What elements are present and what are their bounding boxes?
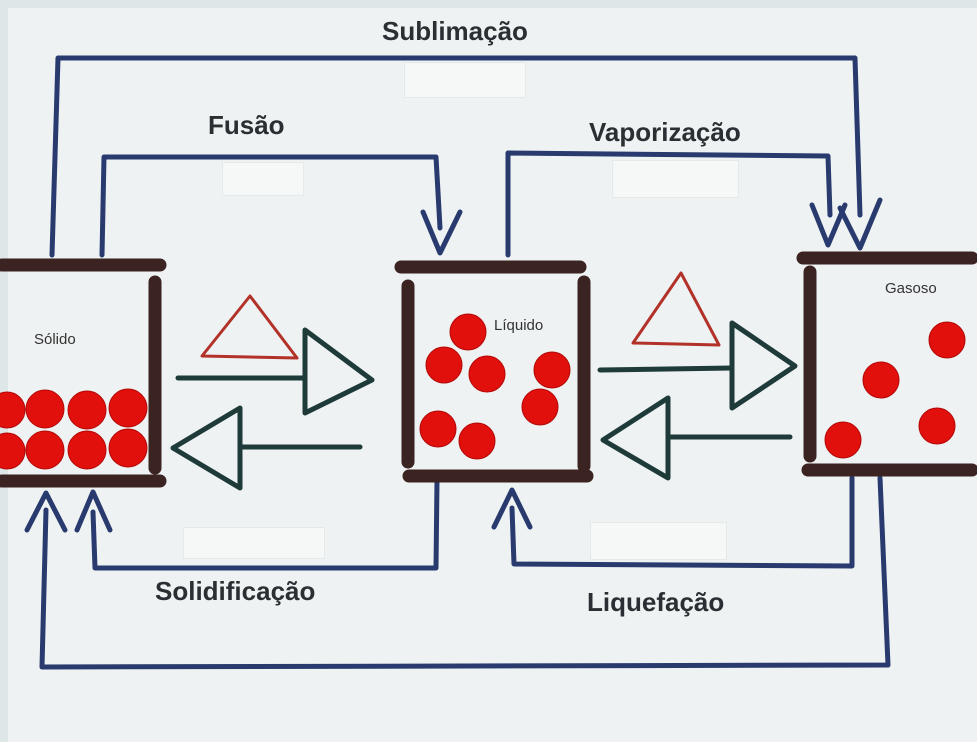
heating-arrowhead-1 — [302, 327, 375, 416]
cooling-arrowhead-1 — [170, 405, 243, 491]
solidificacao-arrowhead — [74, 489, 113, 533]
blank-card — [612, 160, 739, 198]
liquido-particles — [419, 313, 571, 460]
vaporizacao-arrowhead — [809, 202, 848, 248]
sublimacao-line — [49, 55, 863, 258]
heating-arrow-shaft-2 — [597, 365, 735, 373]
blank-card — [590, 522, 727, 560]
label-solido: Sólido — [34, 331, 76, 348]
solido-container — [0, 258, 167, 488]
label-vaporizacao: Vaporização — [589, 117, 741, 147]
gasoso-container — [796, 251, 977, 477]
deposicao-arrowhead — [24, 490, 68, 533]
fusao-arrowhead — [420, 209, 463, 256]
label-liquefacao: Liquefação — [587, 587, 725, 617]
vaporizacao-line — [505, 150, 833, 258]
label-sublimacao: Sublimação — [382, 16, 528, 46]
blank-card — [222, 162, 304, 196]
blank-card — [404, 62, 526, 98]
heating-arrowhead-2 — [729, 320, 798, 411]
cooling-arrowhead-2 — [600, 395, 671, 481]
liquefacao-arrowhead — [491, 487, 533, 530]
deposicao-line — [39, 475, 891, 670]
sublimacao-arrowhead — [837, 197, 883, 251]
label-gasoso: Gasoso — [885, 280, 937, 297]
label-liquido: Líquido — [494, 317, 544, 334]
heat-triangle-vaporizacao — [631, 271, 721, 347]
liquefacao-line — [509, 475, 855, 569]
heat-triangle-fusao — [200, 294, 299, 360]
label-fusao: Fusão — [208, 110, 285, 140]
liquido-container — [394, 260, 594, 483]
solidificacao-line — [90, 477, 440, 571]
fusao-line — [99, 154, 443, 258]
label-solidificacao: Solidificação — [155, 576, 316, 606]
blank-card — [183, 527, 325, 559]
gasoso-particles — [824, 321, 966, 459]
solido-particles — [0, 388, 148, 470]
